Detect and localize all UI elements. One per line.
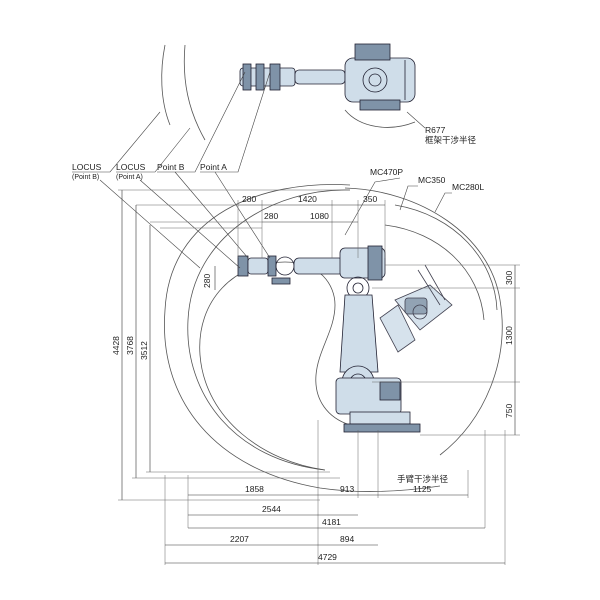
mc280l-arc <box>384 224 485 321</box>
dim-top-350: 350 <box>363 194 377 204</box>
locus-point-a-curve <box>187 189 351 471</box>
dim-h-3768: 3768 <box>125 336 135 355</box>
r677-label: R677 <box>425 125 446 135</box>
mc470p-arc <box>344 187 503 456</box>
bottom-dimensions <box>164 420 506 565</box>
dim-b-1125: 1125 <box>413 484 432 494</box>
top-view-sweep-inner <box>183 44 206 141</box>
dim-b-1858: 1858 <box>245 484 264 494</box>
dim-h-3512: 3512 <box>139 341 149 360</box>
mc350-arc <box>394 204 498 311</box>
dim-b-4181: 4181 <box>322 517 341 527</box>
dim-left-280: 280 <box>202 274 212 288</box>
dim-top-1080: 1080 <box>310 211 329 221</box>
point-b-label: Point B <box>157 162 185 172</box>
mc350-label: MC350 <box>418 175 446 185</box>
dim-top-1420: 1420 <box>298 194 317 204</box>
locus-inner-spiral <box>199 261 351 471</box>
right-dimensions <box>372 264 520 436</box>
mc280l-label: MC280L <box>452 182 484 192</box>
locus-a-label: LOCUS <box>116 162 146 172</box>
dim-r-1300: 1300 <box>504 326 514 345</box>
locus-b-label: LOCUS <box>72 162 102 172</box>
locus-b-sublabel: (Point B) <box>72 174 99 181</box>
dim-b-4729: 4729 <box>318 552 337 562</box>
dim-r-750: 750 <box>504 404 514 418</box>
locus-envelopes <box>161 44 503 492</box>
locus-leader-lines <box>72 71 271 269</box>
height-dimensions <box>118 189 350 501</box>
top-dimensions <box>136 200 386 258</box>
robot-folded-arm-icon <box>379 264 453 353</box>
locus-a-sublabel: (Point A) <box>116 174 143 181</box>
frame-interference-label: 框架干涉半径 <box>425 135 477 145</box>
dim-b-894: 894 <box>340 534 354 544</box>
robot-top-view-icon <box>239 43 416 111</box>
dim-b-913: 913 <box>340 484 354 494</box>
dim-h-4428: 4428 <box>111 336 121 355</box>
dim-b-2207: 2207 <box>230 534 249 544</box>
dim-r-300: 300 <box>504 271 514 285</box>
point-a-label: Point A <box>200 162 227 172</box>
dim-top-280b: 280 <box>264 211 278 221</box>
robot-side-view-icon <box>237 245 421 433</box>
locus-point-b-curve <box>164 184 441 492</box>
r677-arc <box>344 109 416 128</box>
dim-b-2544: 2544 <box>262 504 281 514</box>
arm-interference-label: 手臂干涉半径 <box>397 474 449 484</box>
mc470p-label: MC470P <box>370 167 403 177</box>
top-view-sweep-outer <box>161 44 171 126</box>
dim-top-280: 280 <box>242 194 256 204</box>
